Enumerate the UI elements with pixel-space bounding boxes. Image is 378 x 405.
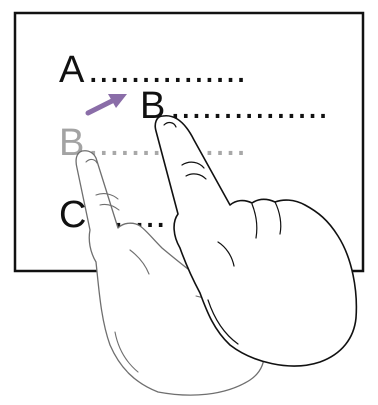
- pointing-hand-icon: [154, 115, 358, 367]
- row-b-moved-leader: ...............: [170, 85, 328, 127]
- row-a-letter: A: [59, 49, 85, 91]
- drag-arrow-icon: [85, 94, 127, 116]
- row-a-leader: ...............: [88, 49, 246, 91]
- row-c-letter: C: [59, 194, 86, 236]
